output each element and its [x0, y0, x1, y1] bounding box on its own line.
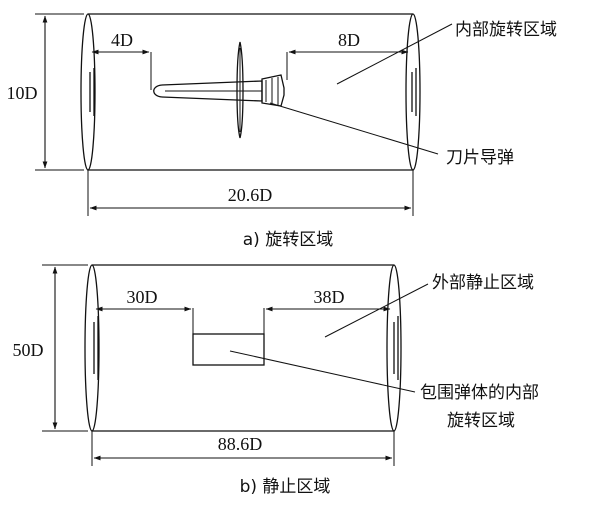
- panel-b-callout-inner-line2: 旋转区域: [447, 411, 515, 431]
- panel-b: 50D 30D 38D 88.6D 外部静止区域 包围弹体的内部 旋转区域 b): [2, 264, 539, 497]
- panel-b-height-dimension: 50D: [2, 264, 88, 432]
- panel-b-length-label: 88.6D: [218, 434, 263, 454]
- panel-a-caption: a) 旋转区域: [243, 230, 333, 250]
- panel-a-left-gap-dimension: 4D: [91, 30, 152, 90]
- blade-missile: [153, 41, 285, 139]
- panel-b-height-label: 50D: [13, 340, 44, 360]
- panel-a-callouts: 内部旋转区域 刀片导弹: [269, 20, 557, 168]
- panel-a: 10D 4D 8D: [2, 13, 557, 250]
- panel-b-callouts: 外部静止区域 包围弹体的内部 旋转区域: [229, 273, 539, 431]
- panel-a-callout-missile: 刀片导弹: [446, 148, 514, 168]
- panel-a-left-gap-label: 4D: [111, 30, 133, 50]
- panel-a-right-gap-dimension: 8D: [286, 30, 409, 80]
- panel-b-length-dimension: 88.6D: [91, 431, 395, 466]
- panel-a-right-gap-label: 8D: [338, 30, 360, 50]
- inner-rotating-box: [192, 333, 265, 366]
- panel-a-height-dimension: 10D: [2, 13, 84, 171]
- panel-b-right-gap-label: 38D: [314, 287, 345, 307]
- panel-a-height-label: 10D: [7, 83, 38, 103]
- panel-b-right-gap-dimension: 38D: [263, 287, 391, 334]
- panel-b-caption: b) 静止区域: [240, 477, 331, 497]
- panel-b-callout-region: 外部静止区域: [432, 273, 534, 293]
- panel-a-length-dimension: 20.6D: [87, 170, 414, 216]
- panel-b-left-gap-label: 30D: [127, 287, 158, 307]
- panel-a-callout-region: 内部旋转区域: [455, 20, 557, 40]
- panel-a-length-label: 20.6D: [228, 185, 273, 205]
- panel-b-callout-inner-line1: 包围弹体的内部: [420, 383, 539, 403]
- panel-b-left-gap-dimension: 30D: [95, 287, 194, 334]
